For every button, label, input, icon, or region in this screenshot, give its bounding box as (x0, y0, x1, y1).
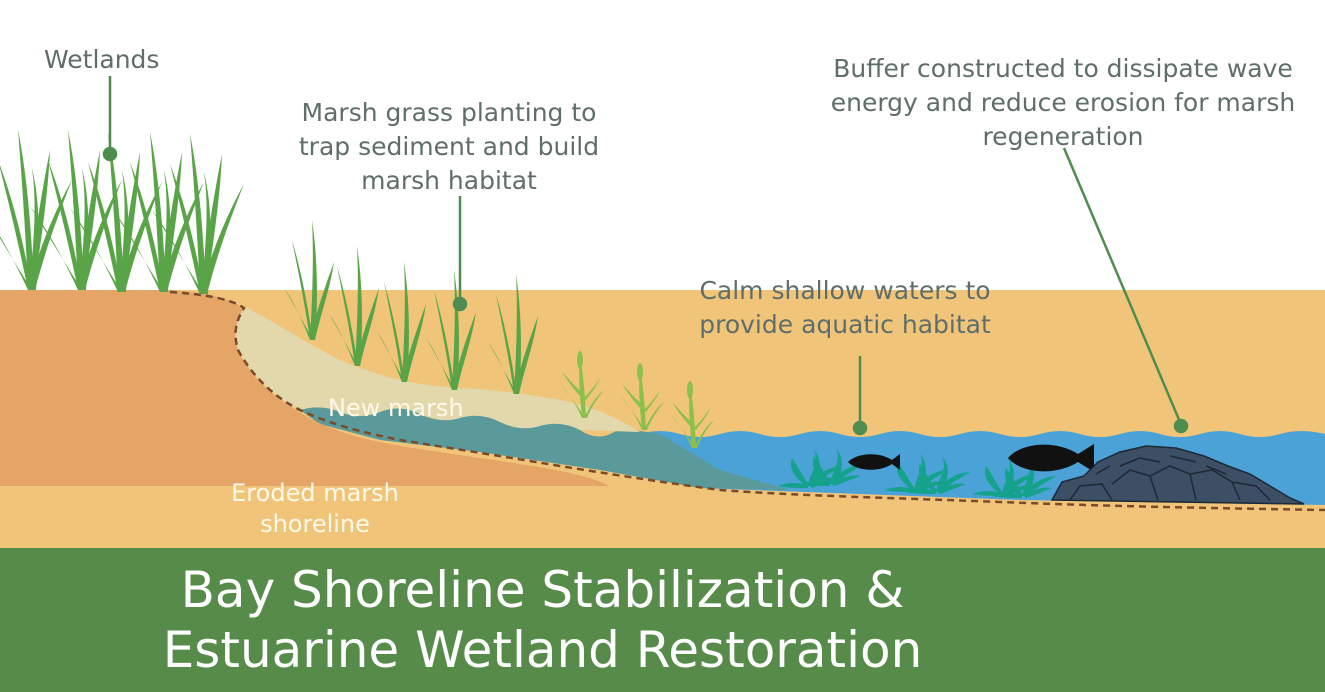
title-banner: Bay Shoreline Stabilization & Estuarine … (0, 548, 1325, 692)
eroded-line-2: shoreline (260, 510, 370, 538)
wetlands-label: Wetlands (44, 43, 159, 77)
buffer-line-2: energy and reduce erosion for marsh (830, 88, 1296, 117)
calm-waters-line-1: Calm shallow waters to (699, 276, 991, 305)
submerged-slope (300, 407, 790, 490)
wetlands-text: Wetlands (44, 45, 160, 74)
rock-buffer (1050, 445, 1305, 505)
marsh-grass-line-2: trap sediment and build (298, 132, 600, 161)
title-line-2: Estuarine Wetland Restoration (162, 621, 923, 679)
small-fish-icon (848, 454, 900, 470)
wetland-grass (0, 130, 244, 294)
marsh-grass-line-1: Marsh grass planting to (301, 98, 597, 127)
new-marsh-label: New marsh (328, 393, 464, 424)
leader-lines (102, 76, 1189, 436)
upland-soil (0, 290, 610, 486)
buffer-line-1: Buffer constructed to dissipate wave (833, 54, 1293, 83)
shoreline-cross-section (0, 76, 1325, 548)
marsh-grass-label: Marsh grass planting to trap sediment an… (294, 96, 604, 198)
buffer-line-3: regeneration (982, 122, 1144, 151)
eroded-profile-line (169, 290, 1325, 512)
eroded-shoreline-label: Eroded marsh shoreline (212, 478, 418, 540)
buffer-label: Buffer constructed to dissipate wave ene… (826, 52, 1300, 154)
marsh-grass-line-3: marsh habitat (361, 166, 537, 195)
calm-waters-label: Calm shallow waters to provide aquatic h… (690, 274, 1000, 342)
calm-waters-line-2: provide aquatic habitat (699, 310, 991, 339)
title-line-1: Bay Shoreline Stabilization & (180, 561, 905, 619)
new-marsh-wedge (170, 292, 640, 432)
new-marsh-text: New marsh (328, 394, 464, 422)
eroded-line-1: Eroded marsh (231, 479, 399, 507)
large-fish-icon (1008, 444, 1094, 472)
